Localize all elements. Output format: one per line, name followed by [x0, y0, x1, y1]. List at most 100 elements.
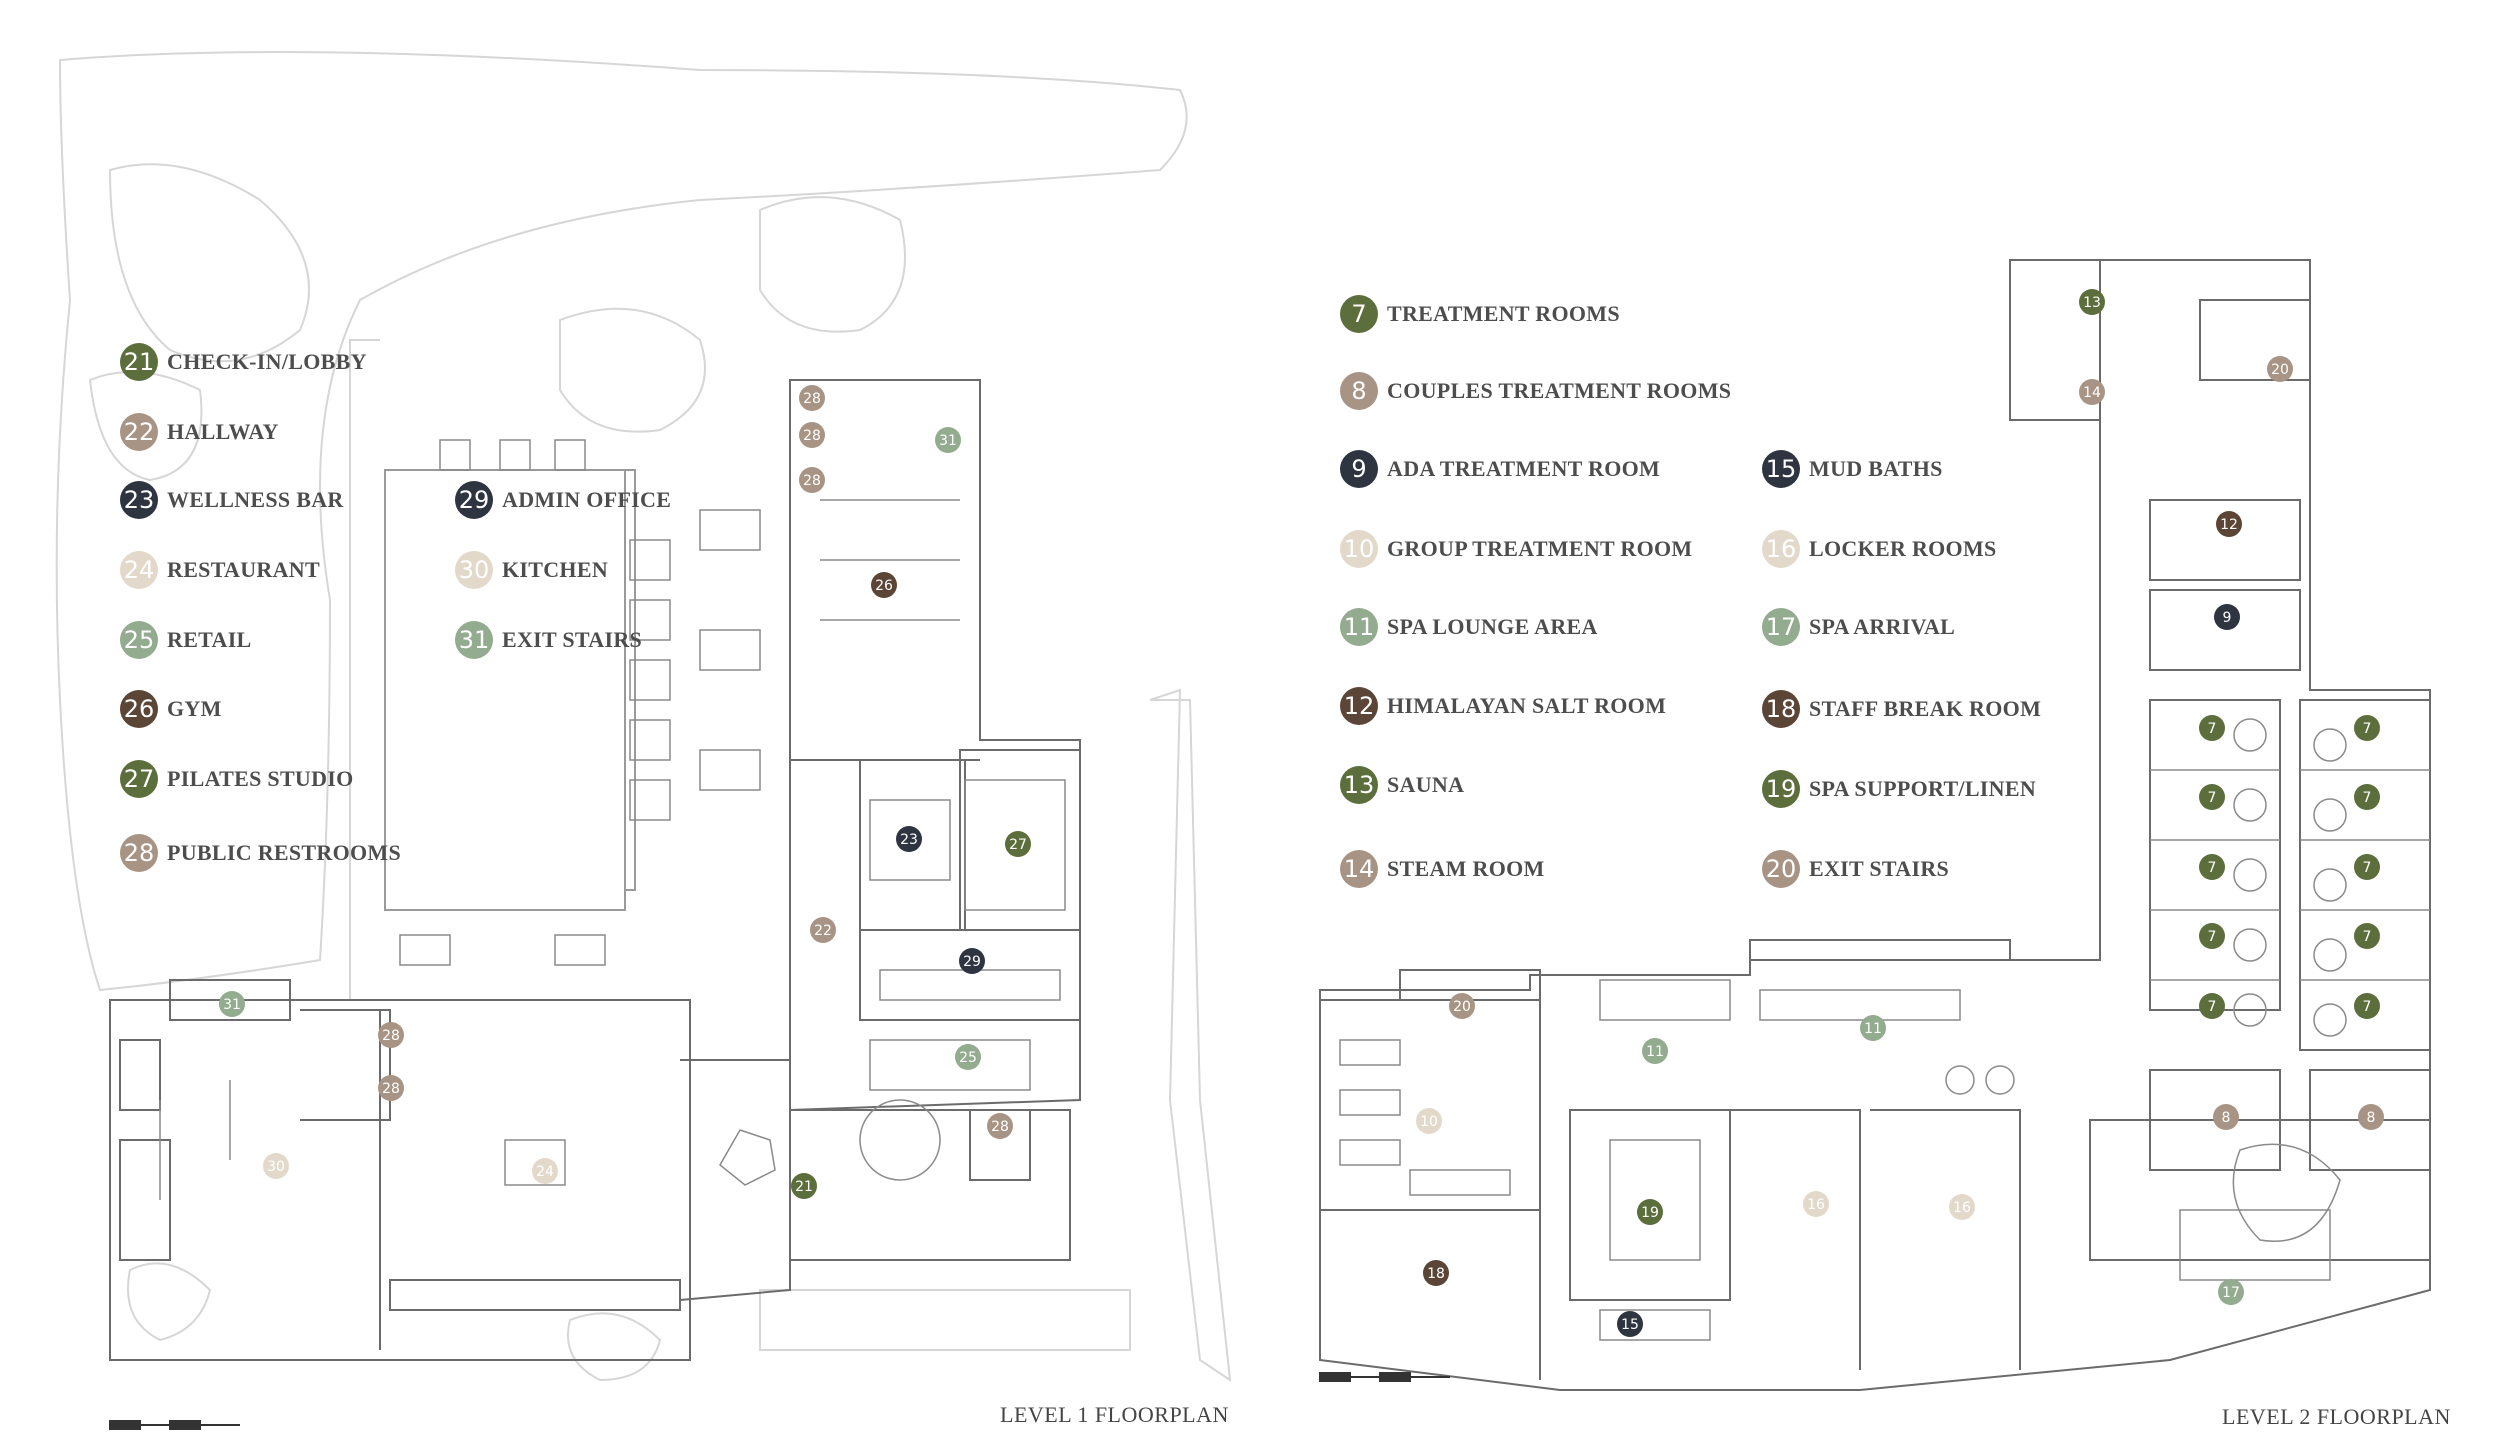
level2-legend-item: 8 COUPLES TREATMENT ROOMS: [1340, 372, 1731, 410]
room-marker-dot: [2079, 289, 2105, 315]
room-marker-number: 26: [875, 578, 893, 594]
room-number-badge: 25: [120, 621, 158, 659]
room-number-badge: 20: [1762, 850, 1800, 888]
room-number-badge: 31: [455, 621, 493, 659]
level2-room-marker: 12: [2216, 511, 2242, 537]
room-marker-number: 28: [382, 1081, 400, 1097]
room-label: LOCKER ROOMS: [1809, 536, 1997, 561]
room-number-badge: 19: [1762, 770, 1800, 808]
room-label: RETAIL: [167, 627, 252, 652]
room-marker-dot: [532, 1158, 558, 1184]
room-marker-number: 28: [803, 428, 821, 444]
room-marker-number: 28: [803, 391, 821, 407]
room-number-badge: 26: [120, 690, 158, 728]
room-label: KITCHEN: [502, 557, 609, 582]
room-label: STAFF BREAK ROOM: [1809, 696, 2042, 721]
room-number-badge: 27: [120, 760, 158, 798]
room-marker-dot: [2214, 604, 2240, 630]
room-marker-dot: [2358, 1104, 2384, 1130]
room-marker-dot: [219, 991, 245, 1017]
level1-room-marker: 25: [955, 1044, 981, 1070]
room-marker-number: 17: [2222, 1285, 2240, 1301]
room-number-badge: 22: [120, 413, 158, 451]
room-label: SPA LOUNGE AREA: [1387, 614, 1598, 639]
room-number-badge: 21: [120, 343, 158, 381]
room-marker-dot: [896, 826, 922, 852]
level2-room-marker: 7: [2199, 923, 2225, 949]
level1-room-marker: 28: [378, 1022, 404, 1048]
level2-room-marker: 7: [2354, 993, 2380, 1019]
room-marker-number: 23: [900, 832, 918, 848]
room-marker-number: 14: [2083, 385, 2101, 401]
level2-room-marker: 13: [2079, 289, 2105, 315]
room-marker-dot: [1949, 1194, 1975, 1220]
room-marker-dot: [935, 427, 961, 453]
room-marker-dot: [1005, 831, 1031, 857]
room-marker-number: 25: [959, 1050, 977, 1066]
room-marker-number: 24: [536, 1164, 554, 1180]
room-marker-dot: [799, 422, 825, 448]
room-marker-number: 7: [2208, 721, 2217, 737]
room-marker-number: 7: [2363, 721, 2372, 737]
room-label: MUD BATHS: [1809, 456, 1943, 481]
level1-room-marker: 24: [532, 1158, 558, 1184]
room-marker-number: 15: [1621, 1317, 1639, 1333]
room-marker-dot: [1642, 1038, 1668, 1064]
room-marker-dot: [1416, 1108, 1442, 1134]
room-marker-number: 29: [963, 954, 981, 970]
room-label: GYM: [167, 696, 222, 721]
room-marker-number: 7: [2208, 860, 2217, 876]
room-marker-number: 20: [1453, 999, 1471, 1015]
room-marker-dot: [2218, 1279, 2244, 1305]
room-marker-number: 31: [939, 433, 957, 449]
room-marker-number: 7: [2363, 860, 2372, 876]
room-marker-dot: [987, 1113, 1013, 1139]
level1-room-marker: 29: [959, 948, 985, 974]
scale-bars: [109, 1372, 1450, 1430]
room-marker-number: 28: [803, 473, 821, 489]
room-number-badge: 14: [1340, 850, 1378, 888]
level2-room-marker: 18: [1423, 1260, 1449, 1286]
room-marker-dot: [1423, 1260, 1449, 1286]
room-label: TREATMENT ROOMS: [1387, 301, 1620, 326]
room-marker-dot: [810, 917, 836, 943]
room-marker-dot: [378, 1022, 404, 1048]
level2-room-marker: 8: [2358, 1104, 2384, 1130]
room-label: PUBLIC RESTROOMS: [167, 840, 402, 865]
level2-furniture: [1339, 718, 2430, 1341]
level1-room-marker: 28: [799, 422, 825, 448]
level2-room-marker: 7: [2199, 715, 2225, 741]
level2-room-marker: 16: [1949, 1194, 1975, 1220]
level2-room-marker: 20: [1449, 993, 1475, 1019]
room-label: SPA ARRIVAL: [1809, 614, 1956, 639]
room-marker-dot: [2199, 854, 2225, 880]
room-label: COUPLES TREATMENT ROOMS: [1387, 378, 1732, 403]
room-label: ADMIN OFFICE: [502, 487, 672, 512]
level2-legend-item: 18 STAFF BREAK ROOM: [1762, 690, 2041, 728]
room-label: ADA TREATMENT ROOM: [1387, 456, 1661, 481]
room-number-badge: 18: [1762, 690, 1800, 728]
room-marker-number: 7: [2208, 790, 2217, 806]
room-marker-dot: [2079, 379, 2105, 405]
room-number-badge: 8: [1340, 372, 1378, 410]
level2-room-marker: 7: [2199, 784, 2225, 810]
room-label: HIMALAYAN SALT ROOM: [1387, 693, 1667, 718]
room-marker-number: 20: [2271, 362, 2289, 378]
level2-room-marker: 15: [1617, 1311, 1643, 1337]
room-marker-number: 11: [1864, 1021, 1882, 1037]
level1-room-marker: 27: [1005, 831, 1031, 857]
room-marker-dot: [1617, 1311, 1643, 1337]
level1-title: LEVEL 1 FLOORPLAN: [1000, 1402, 1229, 1427]
room-marker-dot: [799, 385, 825, 411]
